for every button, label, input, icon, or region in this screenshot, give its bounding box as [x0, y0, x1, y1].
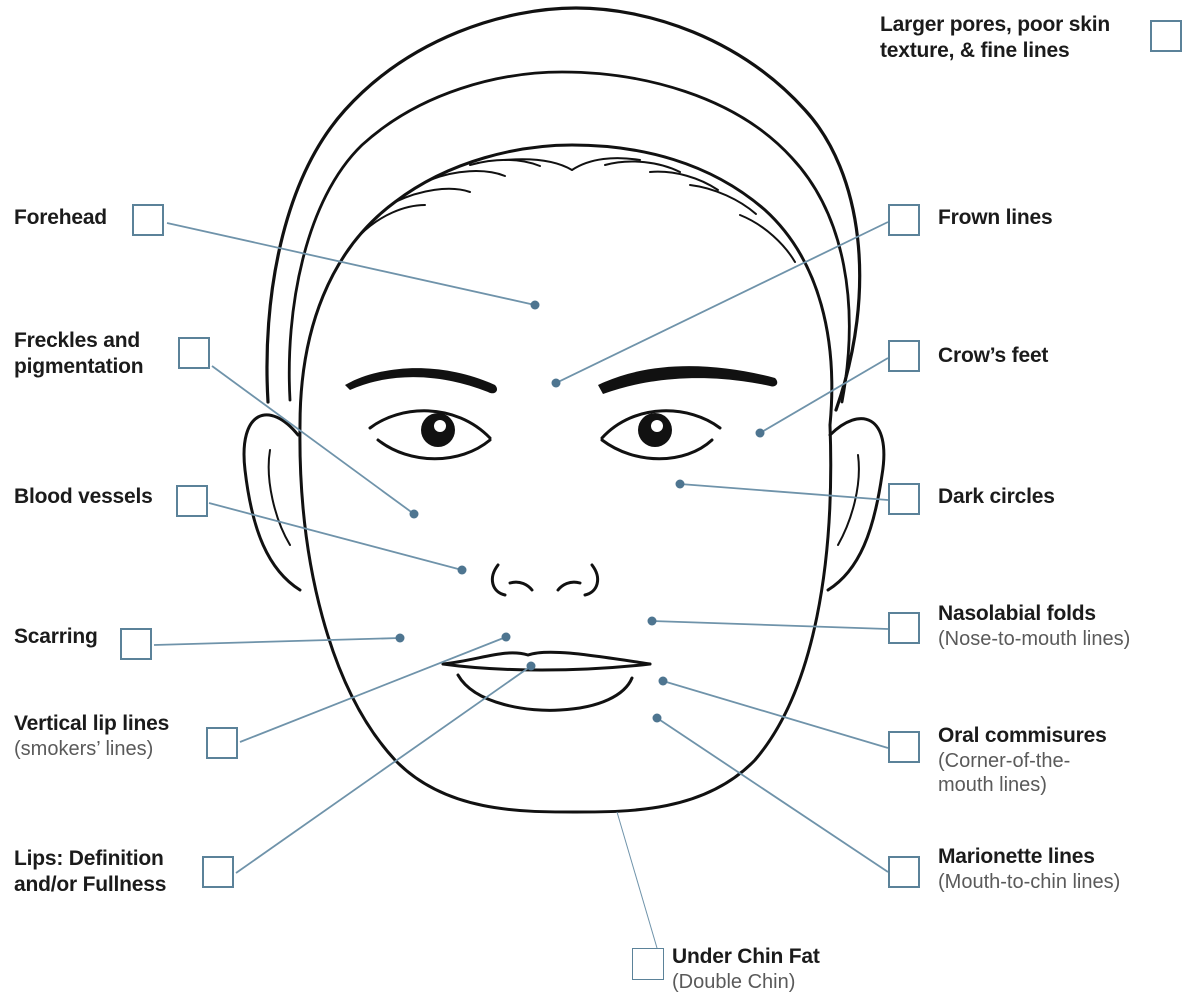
label-forehead: Forehead — [14, 205, 107, 231]
label-oral-text: Oral commisures — [938, 723, 1107, 749]
left-ear — [244, 415, 300, 590]
label-forehead-text: Forehead — [14, 205, 107, 231]
label-pores-line2: texture, & fine lines — [880, 38, 1110, 64]
checkbox-oral[interactable] — [888, 731, 920, 763]
label-vertical-text: Vertical lip lines — [14, 711, 169, 737]
label-oral-sub1: (Corner-of-the- — [938, 749, 1107, 773]
marker-dot-vertical — [502, 633, 511, 642]
label-chin: Under Chin Fat (Double Chin) — [672, 944, 820, 994]
checkbox-freckles[interactable] — [178, 337, 210, 369]
checkbox-pores[interactable] — [1150, 20, 1182, 52]
marker-dot-nasolabial — [648, 617, 657, 626]
label-frown-text: Frown lines — [938, 205, 1052, 231]
leader-line-blood — [209, 503, 462, 570]
marker-dot-frown — [552, 379, 561, 388]
label-crows: Crow’s feet — [938, 343, 1048, 369]
label-blood: Blood vessels — [14, 484, 153, 510]
label-pores-line1: Larger pores, poor skin — [880, 12, 1110, 38]
label-freckles: Freckles and pigmentation — [14, 328, 143, 379]
hair-strands — [360, 158, 795, 262]
leader-line-nasolabial — [652, 621, 888, 629]
leader-line-freckles — [212, 366, 414, 514]
label-crows-text: Crow’s feet — [938, 343, 1048, 369]
checkbox-forehead[interactable] — [132, 204, 164, 236]
checkbox-lips[interactable] — [202, 856, 234, 888]
checkbox-marionette[interactable] — [888, 856, 920, 888]
label-oral-sub2: mouth lines) — [938, 773, 1107, 797]
right-ear — [828, 419, 884, 590]
label-nasolabial-sub: (Nose-to-mouth lines) — [938, 627, 1130, 651]
marker-dot-forehead — [531, 301, 540, 310]
label-vertical-sub: (smokers’ lines) — [14, 737, 169, 761]
lower-lip — [458, 675, 632, 710]
label-freckles-line1: Freckles and — [14, 328, 143, 354]
label-nasolabial: Nasolabial folds (Nose-to-mouth lines) — [938, 601, 1130, 651]
marker-dot-crows — [756, 429, 765, 438]
label-chin-sub: (Double Chin) — [672, 970, 820, 994]
label-vertical: Vertical lip lines (smokers’ lines) — [14, 711, 169, 761]
checkbox-frown[interactable] — [888, 204, 920, 236]
marker-dot-blood — [458, 566, 467, 575]
label-frown: Frown lines — [938, 205, 1052, 231]
leader-line-marionette — [657, 718, 888, 872]
label-marionette-text: Marionette lines — [938, 844, 1120, 870]
leader-line-vertical — [240, 637, 506, 742]
label-dark: Dark circles — [938, 484, 1055, 510]
marker-dot-scarring — [396, 634, 405, 643]
face-outline — [300, 425, 831, 812]
label-scarring: Scarring — [14, 624, 98, 650]
label-marionette-sub: (Mouth-to-chin lines) — [938, 870, 1120, 894]
marker-dot-freckles — [410, 510, 419, 519]
label-dark-text: Dark circles — [938, 484, 1055, 510]
label-freckles-line2: pigmentation — [14, 354, 143, 380]
label-nasolabial-text: Nasolabial folds — [938, 601, 1130, 627]
label-pores: Larger pores, poor skin texture, & fine … — [880, 12, 1110, 63]
headband-inner-outline — [289, 72, 849, 402]
label-lips-line2: and/or Fullness — [14, 872, 166, 898]
checkbox-dark[interactable] — [888, 483, 920, 515]
right-eyebrow — [598, 366, 777, 394]
label-oral: Oral commisures (Corner-of-the- mouth li… — [938, 723, 1107, 797]
checkbox-blood[interactable] — [176, 485, 208, 517]
label-chin-text: Under Chin Fat — [672, 944, 820, 970]
checkbox-chin[interactable] — [632, 948, 664, 980]
leader-line-oral — [663, 681, 888, 748]
label-scarring-text: Scarring — [14, 624, 98, 650]
marker-dot-lips — [527, 662, 536, 671]
nose-left — [492, 565, 505, 595]
leader-line-lips — [236, 666, 531, 873]
label-lips-line1: Lips: Definition — [14, 846, 166, 872]
checkbox-nasolabial[interactable] — [888, 612, 920, 644]
nose-right — [585, 565, 598, 595]
leader-line-chin — [617, 812, 657, 948]
marker-dot-dark — [676, 480, 685, 489]
left-eyebrow — [345, 368, 497, 393]
checkbox-crows[interactable] — [888, 340, 920, 372]
label-blood-text: Blood vessels — [14, 484, 153, 510]
leader-line-scarring — [154, 638, 400, 645]
hairline — [300, 145, 832, 425]
leader-line-forehead — [167, 223, 535, 305]
lip-line — [443, 664, 650, 670]
marker-dot-oral — [659, 677, 668, 686]
label-lips: Lips: Definition and/or Fullness — [14, 846, 166, 897]
upper-lip — [443, 652, 650, 664]
label-marionette: Marionette lines (Mouth-to-chin lines) — [938, 844, 1120, 894]
checkbox-vertical[interactable] — [206, 727, 238, 759]
leader-line-frown — [556, 222, 888, 383]
checkbox-scarring[interactable] — [120, 628, 152, 660]
headband-outer-outline — [267, 8, 860, 410]
marker-dot-marionette — [653, 714, 662, 723]
